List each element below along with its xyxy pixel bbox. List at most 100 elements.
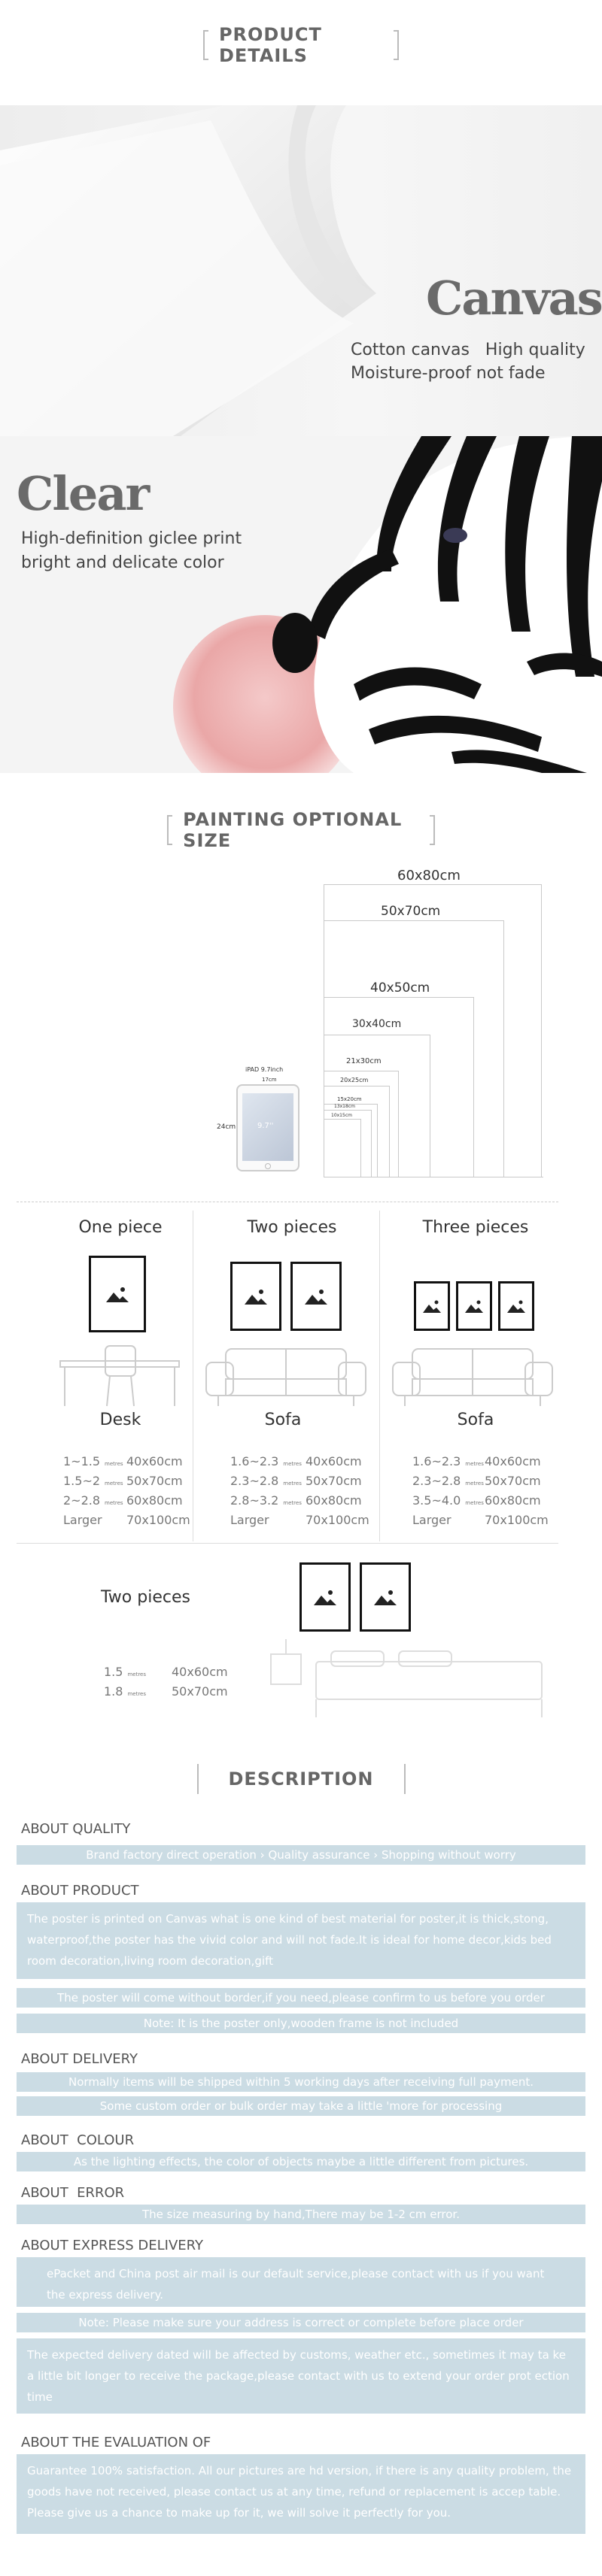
room-width: 1.8 [104, 1684, 123, 1699]
ipad-width-label: 17cm [262, 1077, 277, 1083]
size-label-50x70: 50x70cm [381, 904, 441, 919]
size-label-10x15: 10x15cm [331, 1113, 352, 1118]
bed-frame-1 [299, 1562, 351, 1632]
description-text: DESCRIPTION [228, 1768, 374, 1790]
room-width: 2.8~3.2 [230, 1493, 279, 1508]
poster-size: 50x70cm [485, 1474, 541, 1488]
picture-icon [465, 1300, 483, 1313]
room-width: 1.6~2.3 [412, 1454, 461, 1468]
poster-size: 70x100cm [306, 1513, 369, 1527]
ipad-label: iPAD 9.7inch [245, 1066, 284, 1073]
unit-label: metres [283, 1461, 302, 1467]
unit-label: metres [127, 1691, 147, 1697]
canvas-line-2: Moisture-proof not fade [351, 364, 546, 383]
sofa-illustration-2 [392, 1348, 553, 1406]
room-width: Larger [230, 1513, 269, 1527]
one-size-row: Larger 70x100cm [63, 1513, 190, 1527]
clear-line-1: High-definition giclee print [21, 529, 242, 548]
poster-size: 40x60cm [172, 1665, 228, 1679]
room-width: 1.5 [104, 1665, 123, 1679]
unit-label: metres [283, 1480, 302, 1487]
two-size-row: Larger 70x100cm [230, 1513, 369, 1527]
room-width: 1.6~2.3 [230, 1454, 279, 1468]
clear-heading: Clear [17, 466, 150, 521]
poster-size: 40x60cm [126, 1454, 183, 1468]
poster-size: 50x70cm [126, 1474, 183, 1488]
two-size-row: 1.6~2.3 metres 40x60cm [230, 1454, 362, 1468]
poster-size: 60x80cm [126, 1493, 183, 1508]
zebra-bubble-image [173, 436, 602, 773]
canvas-banner: Canvas Cotton canvas High quality Moistu… [0, 105, 602, 436]
bed-two-pieces-title: Two pieces [101, 1588, 190, 1607]
poster-size: 50x70cm [306, 1474, 362, 1488]
two-pieces-frame-2 [290, 1262, 342, 1331]
three-pieces-frame-3 [498, 1281, 534, 1331]
sofa-illustration-1 [205, 1348, 366, 1406]
one-piece-title: One piece [78, 1218, 163, 1237]
two-pieces-label: Sofa [264, 1411, 302, 1429]
product-details-text: PRODUCT DETAILS [218, 24, 322, 66]
column-divider-2 [379, 1211, 380, 1541]
poster-size: 70x100cm [126, 1513, 190, 1527]
two-pieces-frame-1 [230, 1262, 281, 1331]
poster-size: 50x70cm [172, 1684, 228, 1699]
room-width: Larger [63, 1513, 102, 1527]
size-label-30x40: 30x40cm [352, 1018, 402, 1030]
size-label-20x25: 20x25cm [340, 1077, 369, 1083]
about-delivery-note-1: Normally items will be shipped within 5 … [17, 2072, 585, 2092]
bed-size-row: 1.8 metres 50x70cm [104, 1684, 228, 1699]
ipad-height-label: 24cm [217, 1123, 236, 1131]
about-delivery-heading: ABOUT DELIVERY [21, 2051, 138, 2067]
picture-icon [305, 1290, 327, 1305]
picture-icon [507, 1300, 525, 1313]
about-error-note: The size measuring by hand,There may be … [17, 2205, 585, 2224]
about-product-heading: ABOUT PRODUCT [21, 1883, 139, 1899]
about-quality-heading: ABOUT QUALITY [21, 1821, 131, 1837]
unit-label: metres [465, 1480, 484, 1487]
three-pieces-frame-1 [414, 1281, 450, 1331]
size-label-40x50: 40x50cm [370, 980, 430, 996]
poster-size: 70x100cm [485, 1513, 549, 1527]
picture-icon [374, 1590, 397, 1605]
poster-size: 60x80cm [306, 1493, 362, 1508]
about-product-frame-note: Note: It is the poster only,wooden frame… [17, 2014, 585, 2033]
three-pieces-title: Three pieces [422, 1218, 529, 1237]
picture-icon [423, 1300, 441, 1313]
three-pieces-label: Sofa [457, 1411, 494, 1429]
ipad-screen [242, 1093, 293, 1161]
about-colour-heading: ABOUT COLOUR [21, 2132, 135, 2148]
about-error-heading: ABOUT ERROR [21, 2185, 125, 2201]
about-colour-note: As the lighting effects, the color of ob… [17, 2152, 585, 2171]
ipad-home-button [265, 1163, 271, 1169]
size-label-21x30: 21x30cm [346, 1057, 382, 1065]
canvas-heading: Canvas [426, 271, 602, 326]
ipad-illustration: 9.7'' [236, 1084, 299, 1171]
picture-icon [106, 1287, 129, 1302]
unit-label: metres [127, 1671, 147, 1677]
room-width: 2.3~2.8 [230, 1474, 279, 1488]
about-product-border-note: The poster will come without border,if y… [17, 1988, 585, 2008]
room-width: 1.5~2 [63, 1474, 101, 1488]
row-divider [17, 1543, 558, 1544]
unit-label: metres [465, 1461, 484, 1467]
canvas-roll-image [0, 105, 376, 436]
painting-size-text: PAINTING OPTIONAL SIZE [183, 809, 403, 851]
poster-size: 40x60cm [306, 1454, 362, 1468]
about-evaluation-heading: ABOUT THE EVALUATION OF [21, 2435, 211, 2450]
unit-label: metres [105, 1461, 123, 1467]
room-width: 3.5~4.0 [412, 1493, 461, 1508]
three-pieces-frame-2 [456, 1281, 492, 1331]
description-title: DESCRIPTION [196, 1762, 406, 1796]
unit-label: metres [465, 1500, 484, 1506]
about-express-address-note: Note: Please make sure your address is c… [17, 2313, 585, 2332]
size-box-10x15 [324, 1119, 361, 1177]
ipad-screen-label: 9.7'' [257, 1122, 274, 1130]
clear-banner: Clear High-definition giclee print brigh… [0, 436, 602, 773]
about-express-text: ePacket and China post air mail is our d… [17, 2257, 585, 2307]
